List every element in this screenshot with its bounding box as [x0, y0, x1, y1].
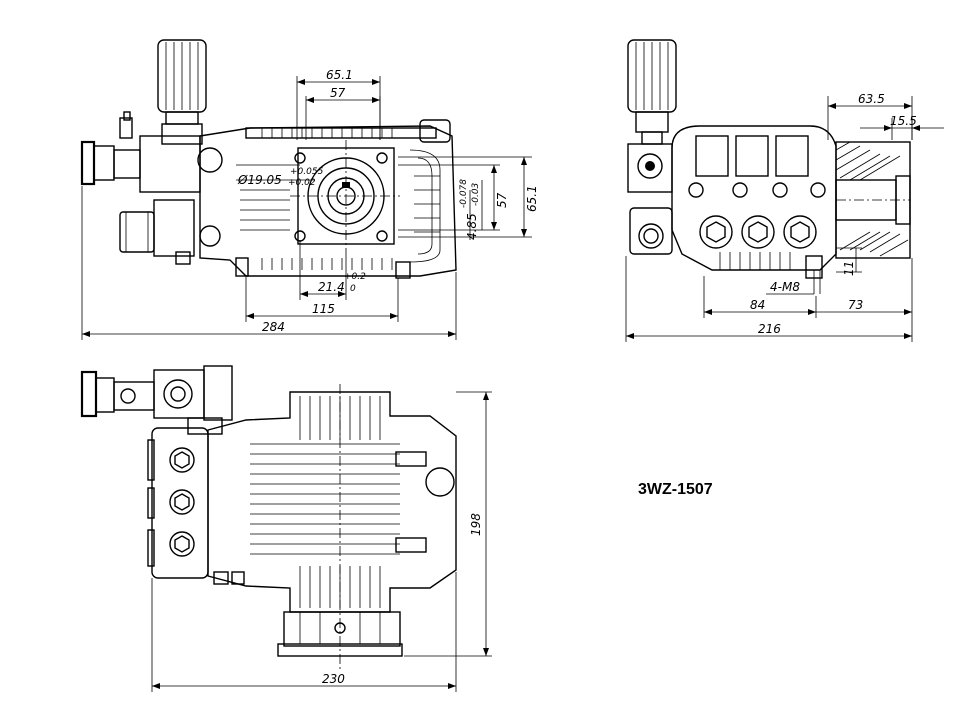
- dim-bore-diameter: Ø19.05: [237, 173, 282, 187]
- side-knob: [627, 39, 677, 145]
- inlet-fitting: [119, 147, 223, 265]
- dim-bore-tol-lower: +0.02: [288, 178, 316, 188]
- crankcase: [199, 119, 457, 279]
- dim-284: 284: [262, 320, 285, 334]
- front-view: 65.1 57 Ø19.05 +0.055 +0.02 4.85 -0.078 …: [80, 39, 539, 340]
- dim-198: 198: [469, 513, 483, 536]
- dim-84: 84: [750, 298, 765, 312]
- dim-57-top: 57: [330, 86, 346, 100]
- dim-4-85-tol-upper: -0.078: [459, 179, 469, 208]
- top-view-dimensions: [151, 391, 492, 692]
- unloader-knob: [157, 39, 207, 145]
- front-view-dimensions: [81, 76, 532, 340]
- dim-230: 230: [322, 672, 345, 686]
- dim-21-4: 21.4: [318, 280, 345, 294]
- outlet-fitting: [80, 111, 201, 193]
- dim-21-4-tol-lower: 0: [350, 284, 356, 294]
- dim-4-85-tol-lower: -0.03: [471, 182, 481, 206]
- dim-4-m8: 4-M8: [770, 280, 800, 294]
- dim-63-5: 63.5: [858, 92, 885, 106]
- side-manifold: [627, 143, 673, 255]
- dim-65-1-side: 65.1: [525, 185, 539, 212]
- top-crankcase: [207, 384, 457, 672]
- dim-bore-tol-upper: +0.055: [290, 167, 324, 177]
- side-section: [835, 141, 911, 259]
- dim-73: 73: [848, 298, 863, 312]
- dim-15-5: 15.5: [890, 114, 917, 128]
- dim-216: 216: [758, 322, 781, 336]
- dim-4-85: 4.85: [465, 213, 479, 240]
- top-fittings: [80, 365, 233, 435]
- dim-115: 115: [312, 302, 335, 316]
- side-view: 63.5 15.5 11 4-M8 84 73 216: [625, 39, 944, 342]
- dim-65-1-top: 65.1: [326, 68, 353, 82]
- side-view-dimensions: [625, 96, 944, 342]
- dim-57-side: 57: [495, 192, 509, 208]
- top-manifold: [147, 427, 209, 579]
- top-view: 198 230: [80, 365, 492, 692]
- dim-11: 11: [842, 261, 856, 276]
- model-label: 3WZ-1507: [638, 481, 713, 498]
- dim-21-4-tol-upper: +0.2: [344, 272, 366, 282]
- side-head: [671, 125, 837, 279]
